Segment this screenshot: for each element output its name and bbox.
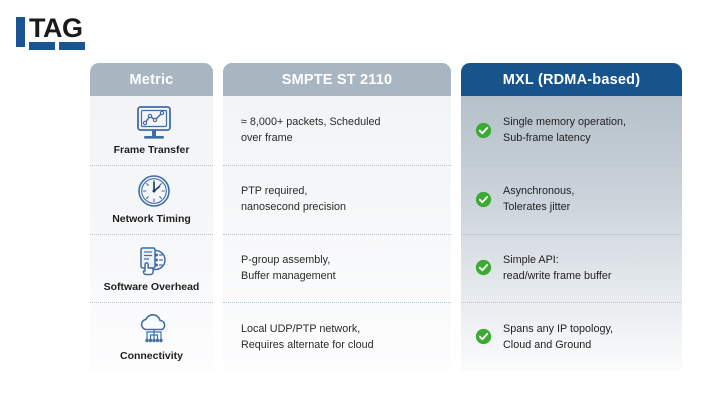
- column-smpte: SMPTE ST 2110 ≈ 8,000+ packets, Schedule…: [223, 63, 451, 371]
- comparison-table: Metric Frame Transfer: [90, 63, 682, 371]
- mxl-cell-line: Single memory operation,: [503, 116, 627, 129]
- smpte-cell-line: P-group assembly,: [241, 253, 331, 266]
- table-row: PTP required, nanosecond precision: [223, 164, 451, 234]
- metric-label: Software Overhead: [103, 281, 200, 294]
- check-circle-icon: [475, 259, 492, 276]
- table-row: ≈ 8,000+ packets, Scheduled over frame: [223, 96, 451, 165]
- check-circle-icon: [475, 122, 492, 139]
- mxl-cell-text: Single memory operation, Sub-frame laten…: [503, 114, 626, 146]
- mxl-cell-line: Spans any IP topology,: [503, 322, 614, 335]
- smpte-cell-line: Local UDP/PTP network,: [241, 322, 361, 335]
- table-row: Single memory operation, Sub-frame laten…: [461, 96, 682, 165]
- table-row: Local UDP/PTP network, Requires alternat…: [223, 302, 451, 371]
- column-header-mxl: MXL (RDMA-based): [461, 63, 682, 96]
- mxl-cell-text: Simple API: read/write frame buffer: [503, 252, 611, 284]
- metric-label: Connectivity: [119, 350, 183, 363]
- logo-bar-icon: [16, 17, 25, 47]
- mxl-cell-text: Spans any IP topology, Cloud and Ground: [503, 321, 613, 353]
- column-header-smpte: SMPTE ST 2110: [223, 63, 451, 96]
- mxl-cell-line: Sub-frame latency: [503, 132, 591, 145]
- mxl-cell-line: Asynchronous,: [503, 185, 575, 198]
- smpte-cell-line: Requires alternate for cloud: [241, 338, 374, 351]
- metric-label: Frame Transfer: [113, 143, 190, 156]
- smpte-cell-line: over frame: [241, 132, 293, 145]
- smpte-cell-text: P-group assembly, Buffer management: [241, 252, 336, 284]
- table-row: Asynchronous, Tolerates jitter: [461, 164, 682, 234]
- column-metric: Metric Frame Transfer: [90, 63, 213, 371]
- smpte-cell-line: Buffer management: [241, 269, 336, 282]
- smpte-cell-line: nanosecond precision: [241, 201, 347, 214]
- smpte-cell-text: ≈ 8,000+ packets, Scheduled over frame: [241, 114, 381, 146]
- column-header-metric: Metric: [90, 63, 213, 96]
- column-mxl: MXL (RDMA-based) Single memory operation…: [461, 63, 682, 371]
- cloud-network-icon: [132, 310, 172, 346]
- logo-block-left-icon: [29, 42, 55, 50]
- mxl-cell-line: Tolerates jitter: [503, 201, 571, 214]
- tag-logo: TAG: [16, 13, 92, 50]
- table-row: P-group assembly, Buffer management: [223, 233, 451, 303]
- table-row: Connectivity: [90, 302, 213, 371]
- metric-label: Network Timing: [112, 212, 191, 225]
- smpte-cell-text: Local UDP/PTP network, Requires alternat…: [241, 321, 374, 353]
- table-row: Simple API: read/write frame buffer: [461, 233, 682, 303]
- table-row: Network Timing: [90, 164, 213, 234]
- smpte-cell-text: PTP required, nanosecond precision: [241, 183, 346, 215]
- logo-wordmark: TAG: [29, 13, 83, 43]
- mxl-cell-text: Asynchronous, Tolerates jitter: [503, 183, 574, 215]
- clock-icon: [132, 173, 172, 209]
- logo-block-right-icon: [59, 42, 85, 50]
- smpte-cell-line: ≈ 8,000+ packets, Scheduled: [241, 116, 381, 129]
- table-row: Frame Transfer: [90, 96, 213, 165]
- mxl-cell-line: read/write frame buffer: [503, 269, 612, 282]
- smpte-cell-line: PTP required,: [241, 185, 308, 198]
- check-circle-icon: [475, 191, 492, 208]
- monitor-chart-icon: [132, 104, 172, 140]
- software-hand-gear-icon: [132, 241, 172, 277]
- mxl-cell-line: Cloud and Ground: [503, 338, 592, 351]
- mxl-cell-line: Simple API:: [503, 253, 559, 266]
- table-row: Software Overhead: [90, 233, 213, 303]
- table-row: Spans any IP topology, Cloud and Ground: [461, 302, 682, 371]
- check-circle-icon: [475, 328, 492, 345]
